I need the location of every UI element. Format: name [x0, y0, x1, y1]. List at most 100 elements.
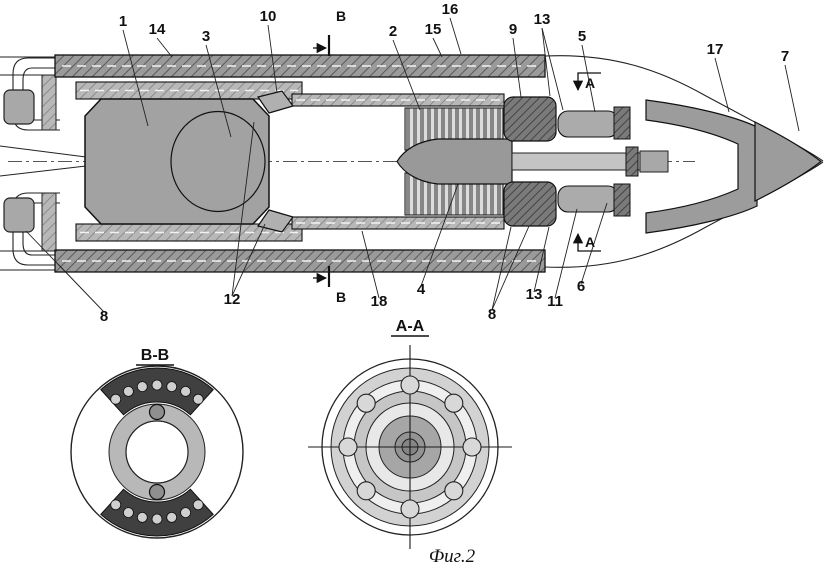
- bolt-hole: [122, 507, 134, 518]
- bolt-hole: [110, 393, 122, 405]
- part-callouts: 1 14 3 10 В 2 15 16 9 13 5 17 7 А А 8 12…: [100, 1, 789, 325]
- callout-3: 3: [202, 28, 210, 45]
- leader-line: [491, 226, 512, 311]
- leader-line: [541, 27, 551, 97]
- bb-injector-port-bottom: [148, 483, 166, 501]
- leader-line: [25, 230, 105, 313]
- leader-line: [267, 24, 278, 94]
- chamber-ellipse: [170, 110, 266, 213]
- port-circle: [356, 393, 376, 413]
- feed-line-top: [0, 145, 87, 158]
- callout-13-bottom: 13: [526, 286, 543, 303]
- leader-line: [554, 208, 578, 299]
- leader-line: [449, 17, 462, 55]
- bb-dark-arc-top: [100, 367, 214, 416]
- manifold-block-bottom: [3, 197, 35, 233]
- port-circle: [444, 481, 464, 501]
- port-circle: [400, 499, 420, 519]
- leader-line: [156, 37, 173, 58]
- callout-11: 11: [547, 293, 563, 310]
- leader-line: [231, 223, 266, 297]
- section-view-bb: В-В: [70, 347, 244, 539]
- leader-line: [420, 183, 459, 287]
- callout-18: 18: [371, 293, 388, 310]
- center-bullet: [396, 138, 513, 185]
- pipe-column-bottom: [41, 192, 57, 252]
- section-b-letter-top: В: [336, 8, 346, 24]
- shaft-end: [639, 150, 669, 173]
- section-a-bracket-bottom: [572, 232, 601, 252]
- leader-line: [714, 57, 730, 113]
- flame-tube-cap-bottom: [613, 183, 631, 217]
- aa-flame-tube-ports: [338, 375, 482, 519]
- callout-14: 14: [149, 21, 166, 38]
- flame-tube-cap-top: [613, 106, 631, 140]
- casing-top: [291, 93, 505, 107]
- section-b-letter-bottom: В: [336, 289, 346, 305]
- callout-8-right: 8: [488, 306, 496, 323]
- bolt-hole: [166, 381, 178, 393]
- callout-8-left: 8: [100, 308, 108, 325]
- strut-bottom: [257, 209, 294, 233]
- callout-9: 9: [509, 21, 517, 38]
- section-aa-title: А-А: [396, 318, 425, 335]
- callout-4: 4: [417, 281, 426, 298]
- leader-line: [533, 226, 550, 293]
- leader-line: [581, 44, 596, 113]
- manifold-block-top: [3, 89, 35, 125]
- callout-2: 2: [389, 23, 397, 40]
- bolt-hole: [151, 513, 163, 525]
- leader-line: [392, 39, 421, 111]
- leader-line: [205, 44, 232, 138]
- callout-17: 17: [707, 41, 724, 58]
- callout-1: 1: [119, 13, 127, 30]
- combustor-can-top: [503, 96, 557, 142]
- leader-line: [512, 37, 522, 98]
- bolt-hole: [151, 379, 163, 391]
- bolt-hole: [110, 499, 122, 511]
- flame-tube-bottom: [557, 185, 619, 213]
- jet-nozzle: [645, 99, 758, 234]
- bb-bolt-holes: [110, 379, 204, 525]
- port-circle: [400, 375, 420, 395]
- bolt-hole: [192, 499, 204, 511]
- bolt-hole: [180, 507, 192, 518]
- outer-duct-top: [54, 54, 546, 78]
- callout-13-top: 13: [534, 11, 551, 28]
- leader-line: [361, 230, 380, 299]
- casing-bottom: [291, 216, 505, 230]
- callout-10: 10: [260, 8, 277, 25]
- section-a-letter-top: А: [585, 75, 595, 91]
- section-a-bracket-top: [572, 72, 601, 92]
- callout-7: 7: [781, 48, 789, 65]
- engine-longitudinal-section: 1 14 3 10 В 2 15 16 9 13 5 17 7 А А 8 12…: [0, 1, 824, 325]
- strut-top: [257, 90, 294, 114]
- feed-line-bottom: [0, 165, 87, 177]
- callout-15: 15: [425, 21, 442, 38]
- bb-center-bore: [125, 420, 189, 484]
- bolt-hole: [136, 512, 148, 523]
- bolt-hole: [180, 385, 192, 397]
- tail-cone: [754, 121, 822, 202]
- section-bb-title: В-В: [141, 347, 169, 364]
- leader-line: [231, 121, 255, 297]
- callout-12: 12: [224, 291, 241, 308]
- callout-16: 16: [442, 1, 459, 18]
- port-circle: [462, 437, 482, 457]
- leader-line: [541, 27, 564, 111]
- leader-line: [784, 64, 800, 132]
- bb-injector-port-top: [148, 403, 166, 421]
- leader-line: [432, 37, 443, 58]
- flame-tube-top: [557, 110, 619, 138]
- bolt-hole: [166, 512, 178, 523]
- pipe-column-top: [41, 74, 57, 131]
- leader-line: [491, 225, 530, 311]
- figure-caption: Фиг.2: [429, 546, 476, 567]
- port-circle: [444, 393, 464, 413]
- port-circle: [338, 437, 358, 457]
- callout-5: 5: [578, 28, 586, 45]
- leader-lines: [25, 17, 800, 313]
- shaft-collar: [625, 146, 639, 177]
